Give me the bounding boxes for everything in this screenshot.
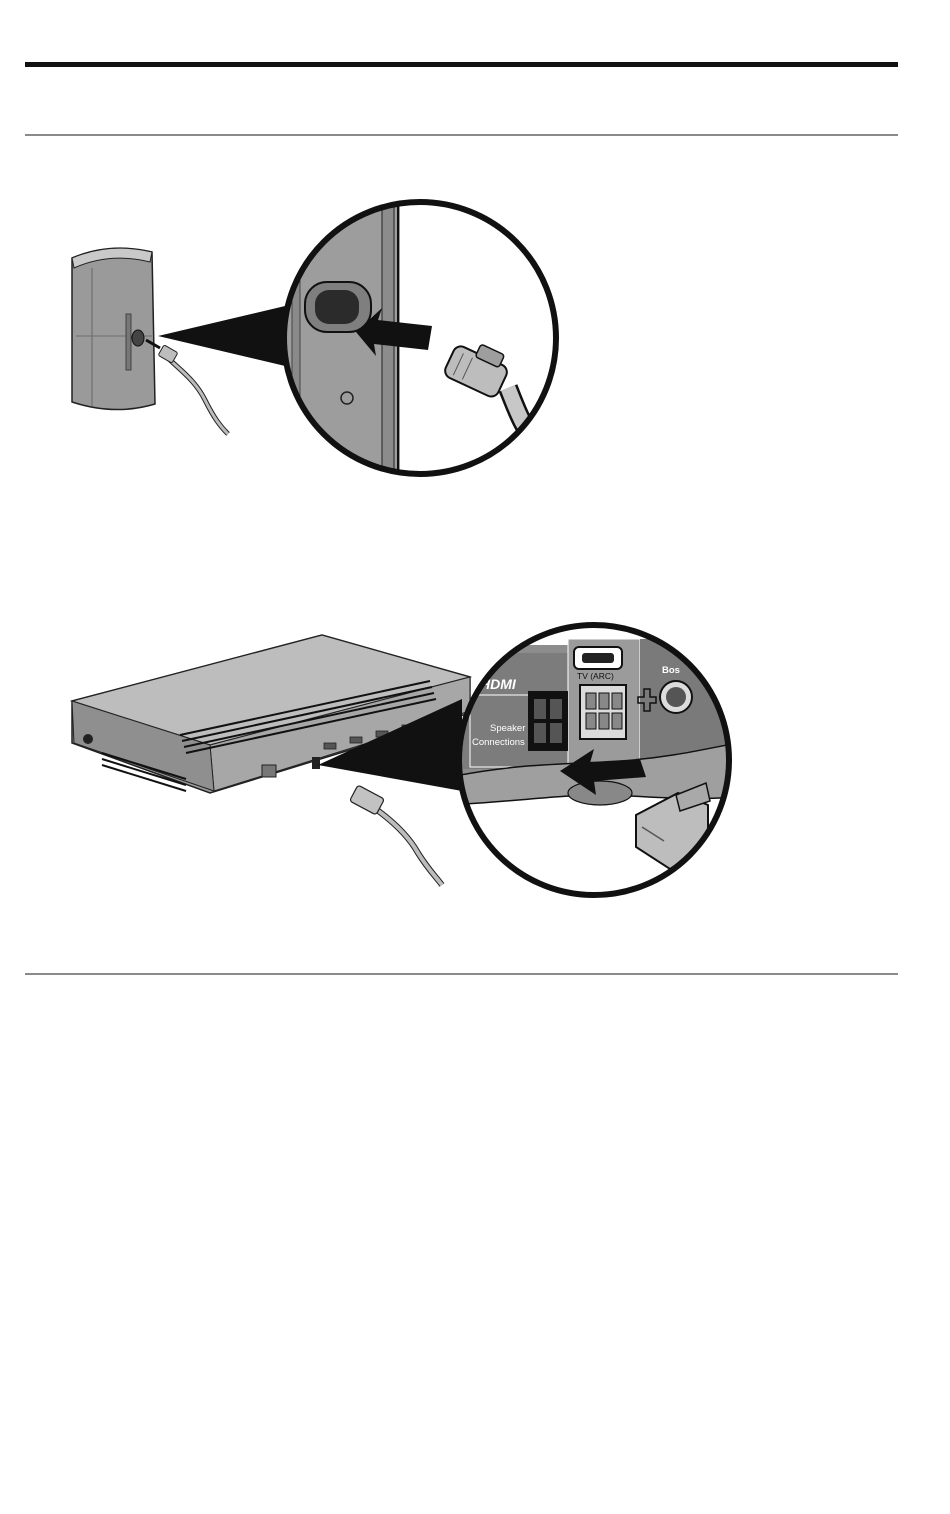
console-connection-illustration: HDMI TV (ARC) Speaker Connections Bos	[0, 615, 950, 915]
section-divider-bottom	[25, 973, 898, 975]
speaker-connection-illustration	[0, 190, 950, 490]
zoom-pointer	[158, 302, 302, 370]
bose-port-label: Bos	[662, 665, 680, 676]
section-divider-top	[25, 134, 898, 136]
header-rule	[25, 62, 898, 67]
zoom-detail	[450, 615, 750, 915]
speaker-label-line1: Speaker	[490, 723, 525, 734]
speaker-label-line2: Connections	[472, 737, 525, 748]
speaker-illustration	[72, 248, 155, 409]
tv-arc-label: TV (ARC)	[577, 671, 614, 681]
cable-small	[350, 785, 442, 885]
cable-small	[146, 340, 228, 434]
zoom-detail	[280, 190, 580, 490]
